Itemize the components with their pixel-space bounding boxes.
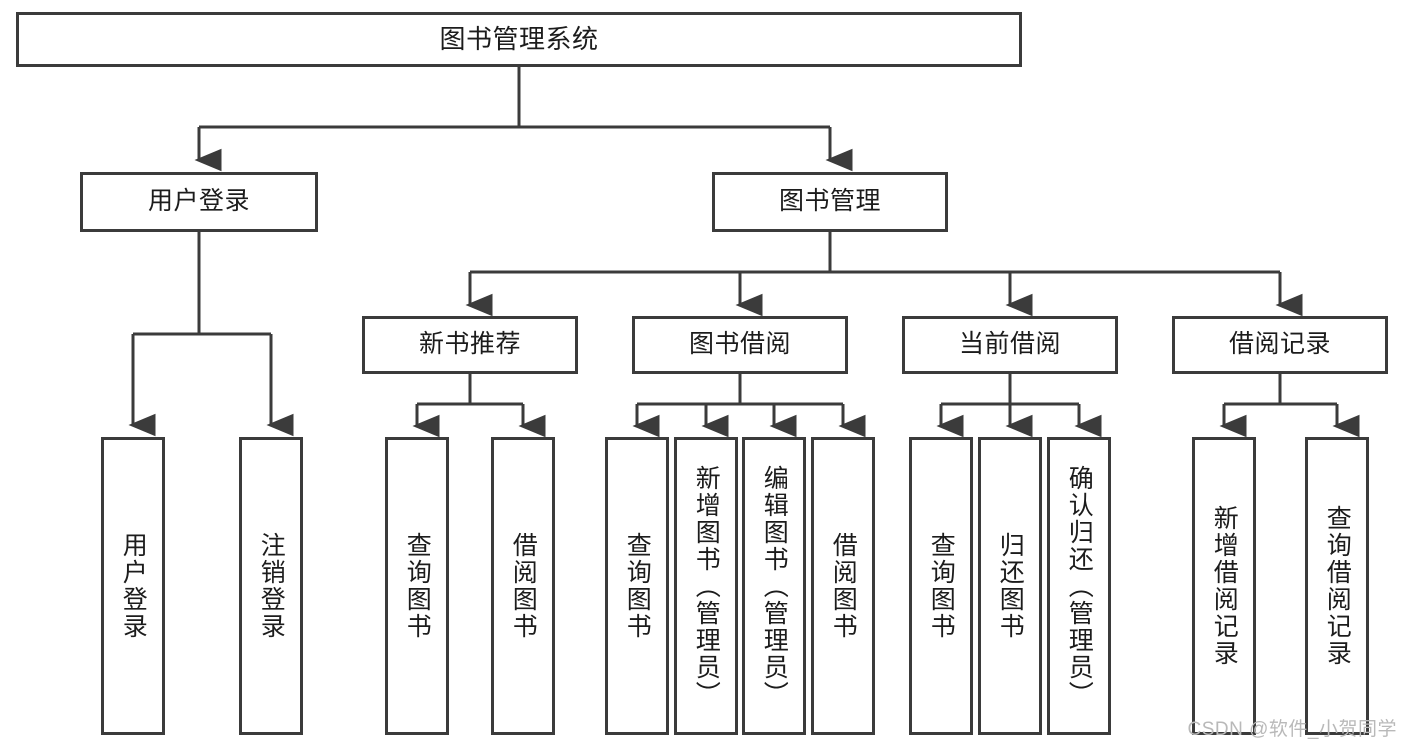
leaf-logout[interactable]: 注销登录 [239, 437, 303, 735]
node-label: 新书推荐 [418, 330, 521, 359]
node-new-book-recommend[interactable]: 新书推荐 [362, 316, 578, 374]
leaf-user-login[interactable]: 用户登录 [101, 437, 165, 735]
node-current-borrow[interactable]: 当前借阅 [902, 316, 1118, 374]
node-label: 图书管理 [778, 187, 881, 216]
node-book-management-system[interactable]: 图书管理系统 [16, 12, 1022, 67]
leaf-query-book-borrow[interactable]: 查询图书 [605, 437, 669, 735]
leaf-label: 查询借阅记录 [1323, 505, 1352, 667]
leaf-label: 借阅图书 [509, 532, 538, 640]
leaf-return-book[interactable]: 归还图书 [978, 437, 1042, 735]
leaf-borrow-book[interactable]: 借阅图书 [811, 437, 875, 735]
node-book-management[interactable]: 图书管理 [712, 172, 948, 232]
leaf-borrow-book-recommend[interactable]: 借阅图书 [491, 437, 555, 735]
leaf-query-book-recommend[interactable]: 查询图书 [385, 437, 449, 735]
node-label: 图书借阅 [688, 330, 791, 359]
leaf-label: 查询图书 [927, 532, 956, 640]
leaf-label: 用户登录 [119, 532, 148, 640]
watermark-text: CSDN @软件_小贺同学 [1187, 719, 1397, 740]
leaf-label: 新增借阅记录 [1210, 505, 1239, 667]
leaf-label: 编辑图书（管理员） [760, 464, 789, 708]
node-label: 用户登录 [147, 187, 250, 216]
leaf-edit-book-admin[interactable]: 编辑图书（管理员） [742, 437, 806, 735]
node-label: 当前借阅 [958, 330, 1061, 359]
leaf-label: 查询图书 [403, 532, 432, 640]
leaf-label: 确认归还（管理员） [1065, 464, 1094, 708]
leaf-query-book-current[interactable]: 查询图书 [909, 437, 973, 735]
leaf-add-book-admin[interactable]: 新增图书（管理员） [674, 437, 738, 735]
node-label: 图书管理系统 [439, 24, 599, 55]
leaf-label: 归还图书 [996, 532, 1025, 640]
node-user-login[interactable]: 用户登录 [80, 172, 318, 232]
node-book-borrow[interactable]: 图书借阅 [632, 316, 848, 374]
leaf-label: 新增图书（管理员） [692, 464, 721, 708]
leaf-confirm-return-admin[interactable]: 确认归还（管理员） [1047, 437, 1111, 735]
leaf-add-borrow-record[interactable]: 新增借阅记录 [1192, 437, 1256, 735]
node-borrow-record[interactable]: 借阅记录 [1172, 316, 1388, 374]
leaf-label: 借阅图书 [829, 532, 858, 640]
leaf-query-borrow-record[interactable]: 查询借阅记录 [1305, 437, 1369, 735]
node-label: 借阅记录 [1228, 330, 1331, 359]
leaf-label: 注销登录 [257, 532, 286, 640]
leaf-label: 查询图书 [623, 532, 652, 640]
